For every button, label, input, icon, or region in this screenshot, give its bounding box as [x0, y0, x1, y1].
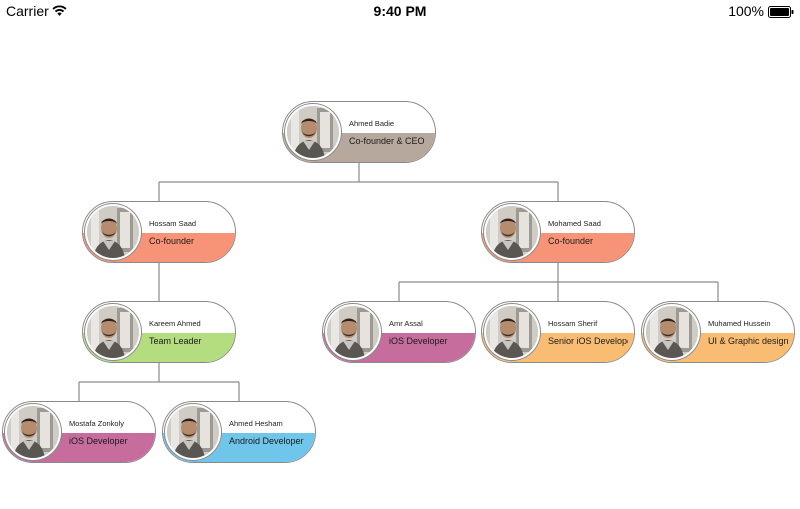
- node-team-leader[interactable]: Kareem Ahmed Team Leader: [82, 301, 236, 363]
- carrier-label: Carrier: [6, 3, 49, 19]
- node-ios-dev-2[interactable]: Mostafa Zonkoly iOS Developer: [2, 401, 156, 463]
- employee-title: Senior iOS Developer: [548, 336, 628, 346]
- employee-name: Amr Assal: [389, 319, 423, 328]
- avatar: [5, 404, 61, 460]
- employee-name: Muhamed Hussein: [708, 319, 771, 328]
- clock: 9:40 PM: [373, 3, 427, 19]
- employee-name: Mostafa Zonkoly: [69, 419, 125, 428]
- employee-name: Hossam Sherif: [548, 319, 598, 328]
- avatar: [644, 304, 700, 360]
- avatar: [85, 204, 141, 260]
- employee-title: Android Developer: [229, 436, 304, 446]
- node-android-dev[interactable]: Ahmed Hesham Android Developer: [162, 401, 316, 463]
- employee-name: Hossam Saad: [149, 219, 197, 228]
- employee-name: Ahmed Hesham: [229, 419, 283, 428]
- employee-title: iOS Developer: [69, 436, 128, 446]
- avatar: [325, 304, 381, 360]
- battery-percentage: 100%: [728, 3, 764, 19]
- employee-title: UI & Graphic designer: [708, 336, 788, 346]
- employee-title: Co-founder: [149, 236, 195, 246]
- node-ios-dev-1[interactable]: Amr Assal iOS Developer: [322, 301, 476, 363]
- avatar: [484, 204, 540, 260]
- employee-title: Team Leader: [149, 336, 202, 346]
- node-cofounder-left[interactable]: Hossam Saad Co-founder: [82, 201, 236, 263]
- employee-name: Kareem Ahmed: [149, 319, 201, 328]
- employee-title: Co-founder: [548, 236, 594, 246]
- avatar: [165, 404, 221, 460]
- employee-title: iOS Developer: [389, 336, 448, 346]
- wifi-icon: [52, 4, 67, 16]
- node-senior-ios[interactable]: Hossam Sherif Senior iOS Developer: [481, 301, 635, 363]
- node-cofounder-right[interactable]: Mohamed Saad Co-founder: [481, 201, 635, 263]
- employee-title: Co-founder & CEO: [349, 136, 425, 146]
- status-bar: Carrier 9:40 PM 100%: [0, 0, 800, 22]
- battery-icon: [768, 5, 794, 18]
- avatar: [285, 104, 341, 160]
- node-ui-designer[interactable]: Muhamed Hussein UI & Graphic designer: [641, 301, 795, 363]
- employee-name: Mohamed Saad: [548, 219, 601, 228]
- node-ceo[interactable]: Ahmed Badie Co-founder & CEO: [282, 101, 436, 163]
- employee-name: Ahmed Badie: [349, 119, 395, 128]
- avatar: [85, 304, 141, 360]
- avatar: [484, 304, 540, 360]
